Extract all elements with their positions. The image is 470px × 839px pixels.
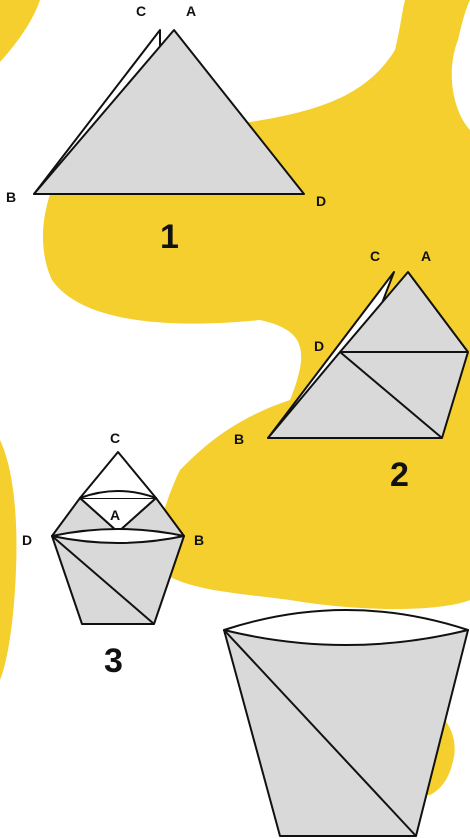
blob-left-top — [0, 0, 40, 62]
step-3-label-c: C — [110, 430, 120, 446]
step-2-label-c: C — [370, 248, 380, 264]
step-1-label-b: B — [6, 189, 16, 205]
step-1-front-triangle — [34, 30, 304, 194]
step-1-label-d: D — [316, 193, 326, 209]
step-2-label-d: D — [314, 338, 324, 354]
step-2-number: 2 — [390, 456, 409, 494]
final-cup-figure — [224, 610, 468, 836]
step-1-label-c: C — [136, 3, 146, 19]
step-1-number: 1 — [160, 218, 179, 256]
step-3-cup-body — [52, 536, 184, 624]
step-1-label-a: A — [186, 3, 196, 19]
step-3-label-b: B — [194, 532, 204, 548]
step-2-label-b: B — [234, 431, 244, 447]
step-2-label-a: A — [421, 248, 431, 264]
step-3-label-d: D — [22, 532, 32, 548]
blob-left-lower — [0, 440, 16, 680]
step-3-number: 3 — [104, 642, 123, 680]
step-3-label-a: A — [110, 507, 120, 523]
step-3-figure: C A D B 3 — [22, 430, 204, 680]
final-cup-body — [224, 630, 468, 836]
